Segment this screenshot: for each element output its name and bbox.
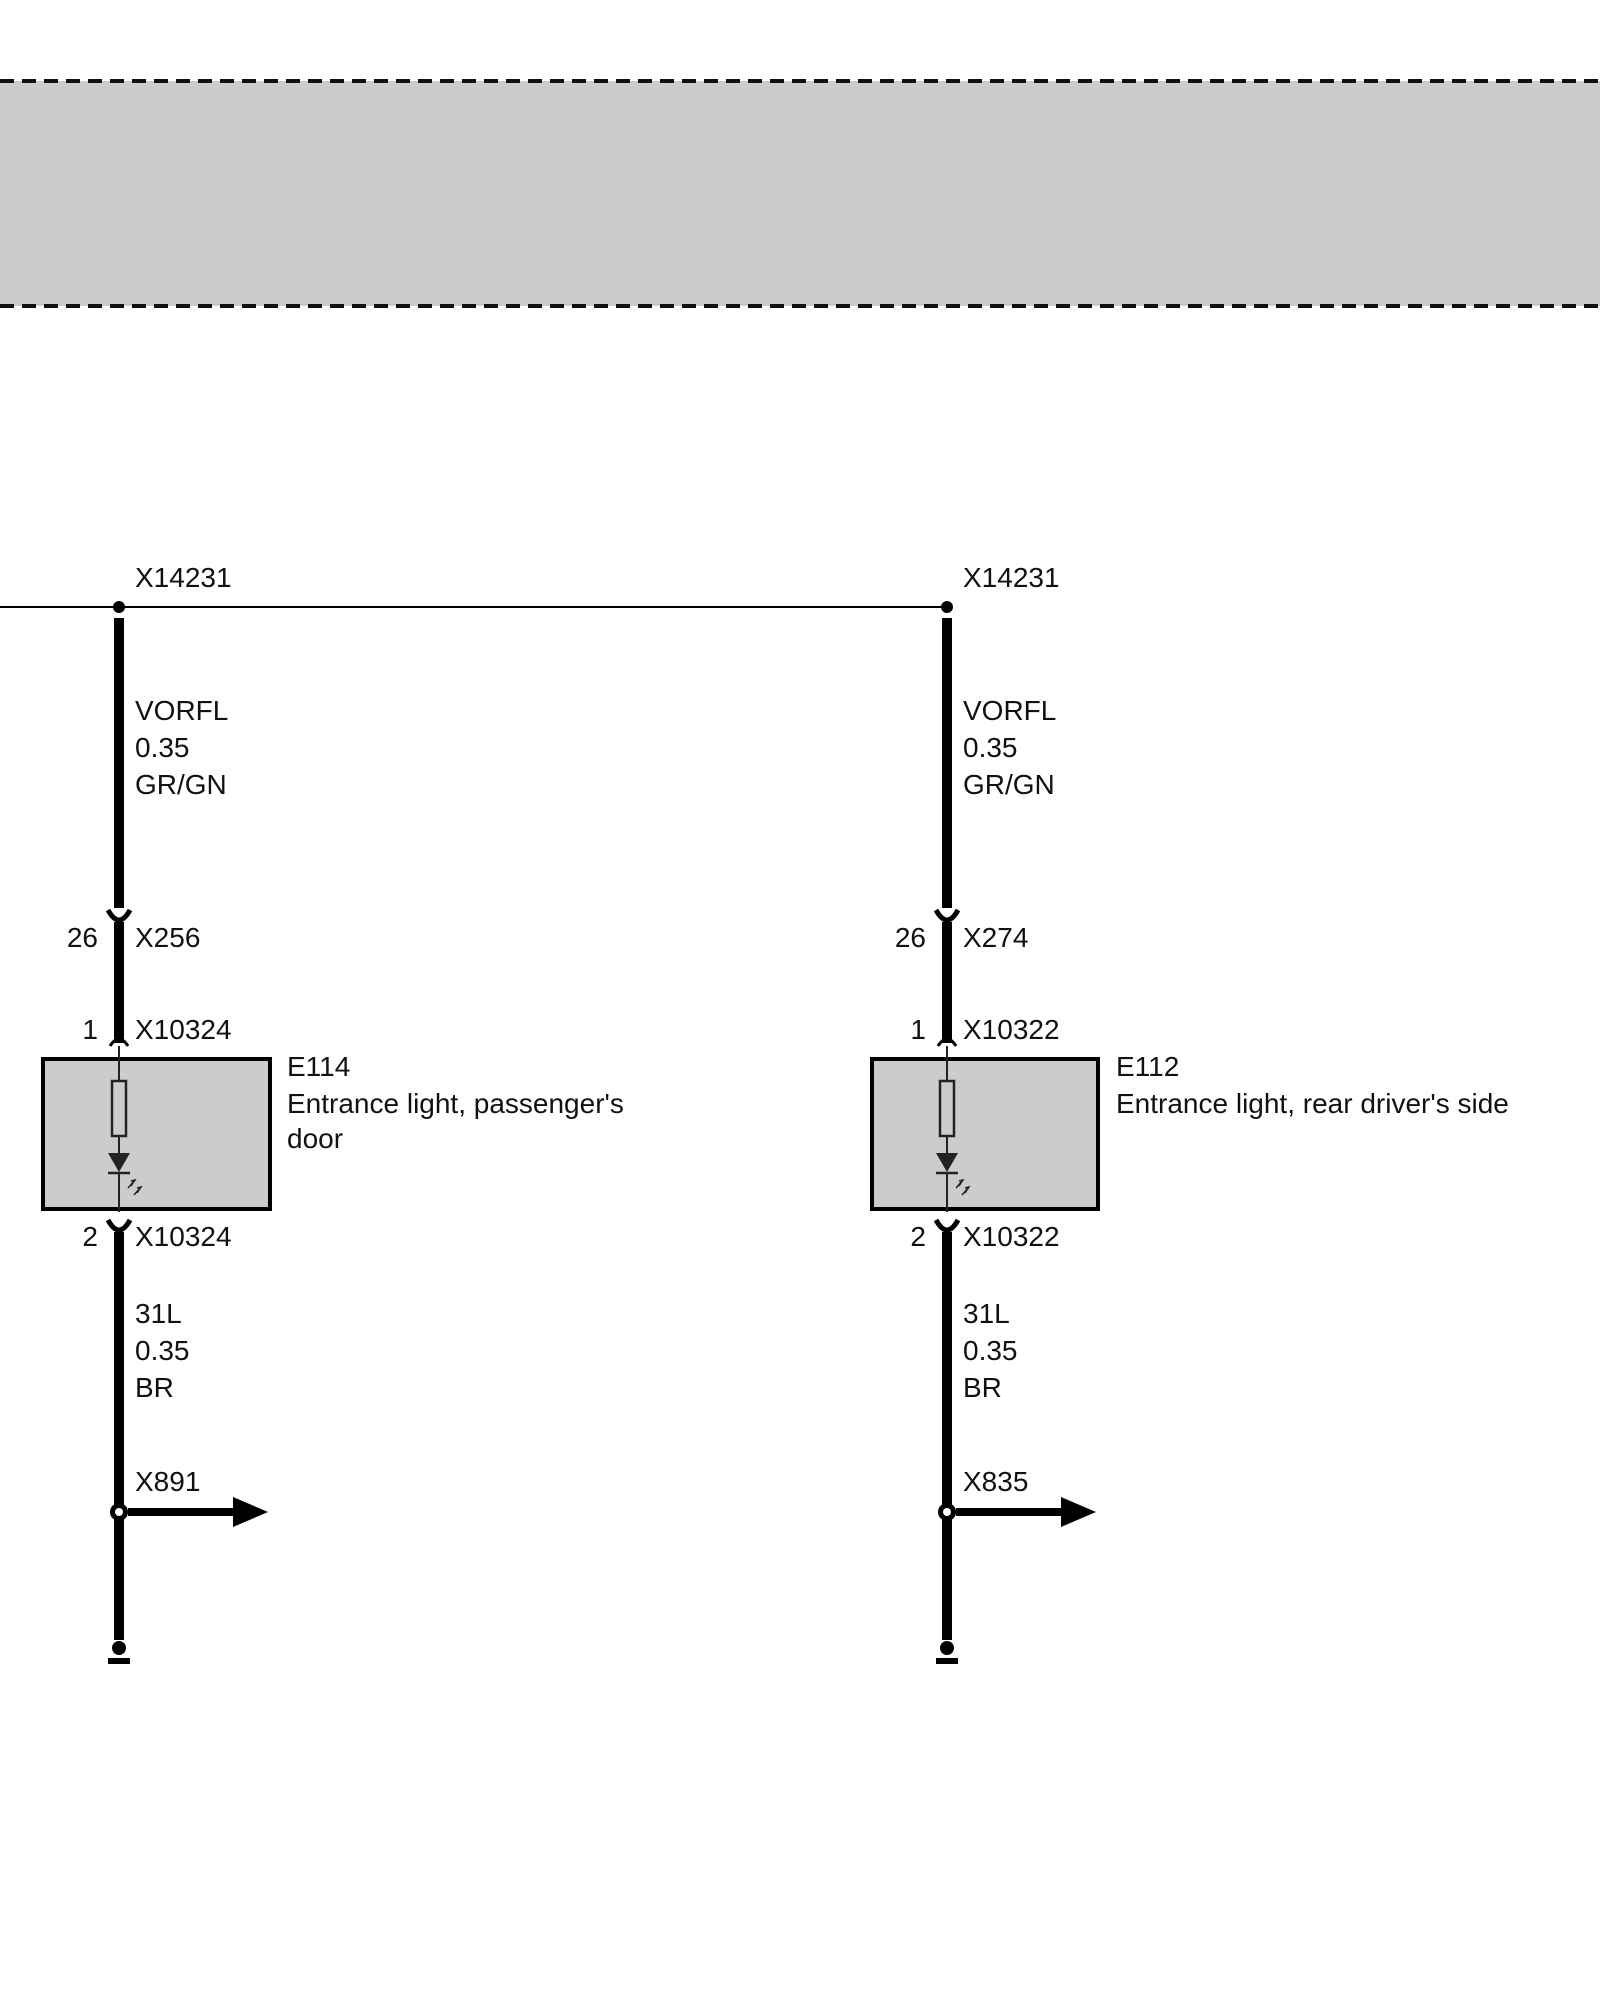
circuit-e114: X14231 VORFL 0.35 GR/GN 26 X256 1 X10324… bbox=[41, 562, 624, 1664]
component-out-pin: 2 bbox=[910, 1221, 926, 1252]
component-in-pin: 1 bbox=[910, 1014, 926, 1045]
component-desc-2: door bbox=[287, 1123, 343, 1154]
component-out-pin: 2 bbox=[82, 1221, 98, 1252]
wire-color: GR/GN bbox=[963, 769, 1055, 800]
connector-mid-pin: 26 bbox=[67, 922, 98, 953]
arrow-right-icon bbox=[128, 1497, 268, 1527]
arrow-right-icon bbox=[956, 1497, 1096, 1527]
component-box bbox=[41, 1057, 272, 1211]
component-id: E114 bbox=[287, 1051, 350, 1082]
junction-label: X14231 bbox=[963, 562, 1060, 593]
component-desc-1: Entrance light, passenger's bbox=[287, 1088, 624, 1119]
wire-bottom-size: 0.35 bbox=[135, 1335, 190, 1366]
wire-bottom-signal: 31L bbox=[963, 1298, 1010, 1329]
wire-color: GR/GN bbox=[135, 769, 227, 800]
connector-mid-symbol bbox=[105, 908, 133, 923]
junction-dot bbox=[113, 601, 125, 613]
connector-mid-name: X274 bbox=[963, 922, 1028, 953]
component-id: E112 bbox=[1116, 1051, 1179, 1082]
component-in-name: X10322 bbox=[963, 1014, 1060, 1045]
ground-ref-label: X835 bbox=[963, 1466, 1028, 1497]
connector-mid-symbol bbox=[933, 908, 961, 923]
component-out-name: X10324 bbox=[135, 1221, 232, 1252]
junction-dot bbox=[941, 601, 953, 613]
component-in-symbol bbox=[108, 1037, 130, 1047]
component-in-symbol bbox=[936, 1037, 958, 1047]
wire-bottom-color: BR bbox=[963, 1372, 1002, 1403]
component-out-symbol bbox=[105, 1218, 133, 1233]
component-out-name: X10322 bbox=[963, 1221, 1060, 1252]
wire-bottom-color: BR bbox=[135, 1372, 174, 1403]
wire-bottom-signal: 31L bbox=[135, 1298, 182, 1329]
connector-mid-pin: 26 bbox=[895, 922, 926, 953]
ground-terminal-icon bbox=[108, 1641, 130, 1664]
lamp-led-icon bbox=[936, 1046, 971, 1212]
component-desc-1: Entrance light, rear driver's side bbox=[1116, 1088, 1509, 1119]
control-unit-banner bbox=[0, 79, 1600, 308]
lamp-led-icon bbox=[108, 1046, 143, 1212]
junction-label: X14231 bbox=[135, 562, 232, 593]
ground-ref-label: X891 bbox=[135, 1466, 200, 1497]
wire-bottom-size: 0.35 bbox=[963, 1335, 1018, 1366]
ground-terminal-icon bbox=[936, 1641, 958, 1664]
component-box bbox=[870, 1057, 1100, 1211]
component-out-symbol bbox=[933, 1218, 961, 1233]
component-in-name: X10324 bbox=[135, 1014, 232, 1045]
circuit-e112: X14231 VORFL 0.35 GR/GN 26 X274 1 X10322… bbox=[870, 562, 1509, 1664]
wire-size: 0.35 bbox=[135, 732, 190, 763]
wire-signal: VORFL bbox=[135, 695, 228, 726]
connector-mid-name: X256 bbox=[135, 922, 200, 953]
wire-size: 0.35 bbox=[963, 732, 1018, 763]
component-in-pin: 1 bbox=[82, 1014, 98, 1045]
wire-signal: VORFL bbox=[963, 695, 1056, 726]
